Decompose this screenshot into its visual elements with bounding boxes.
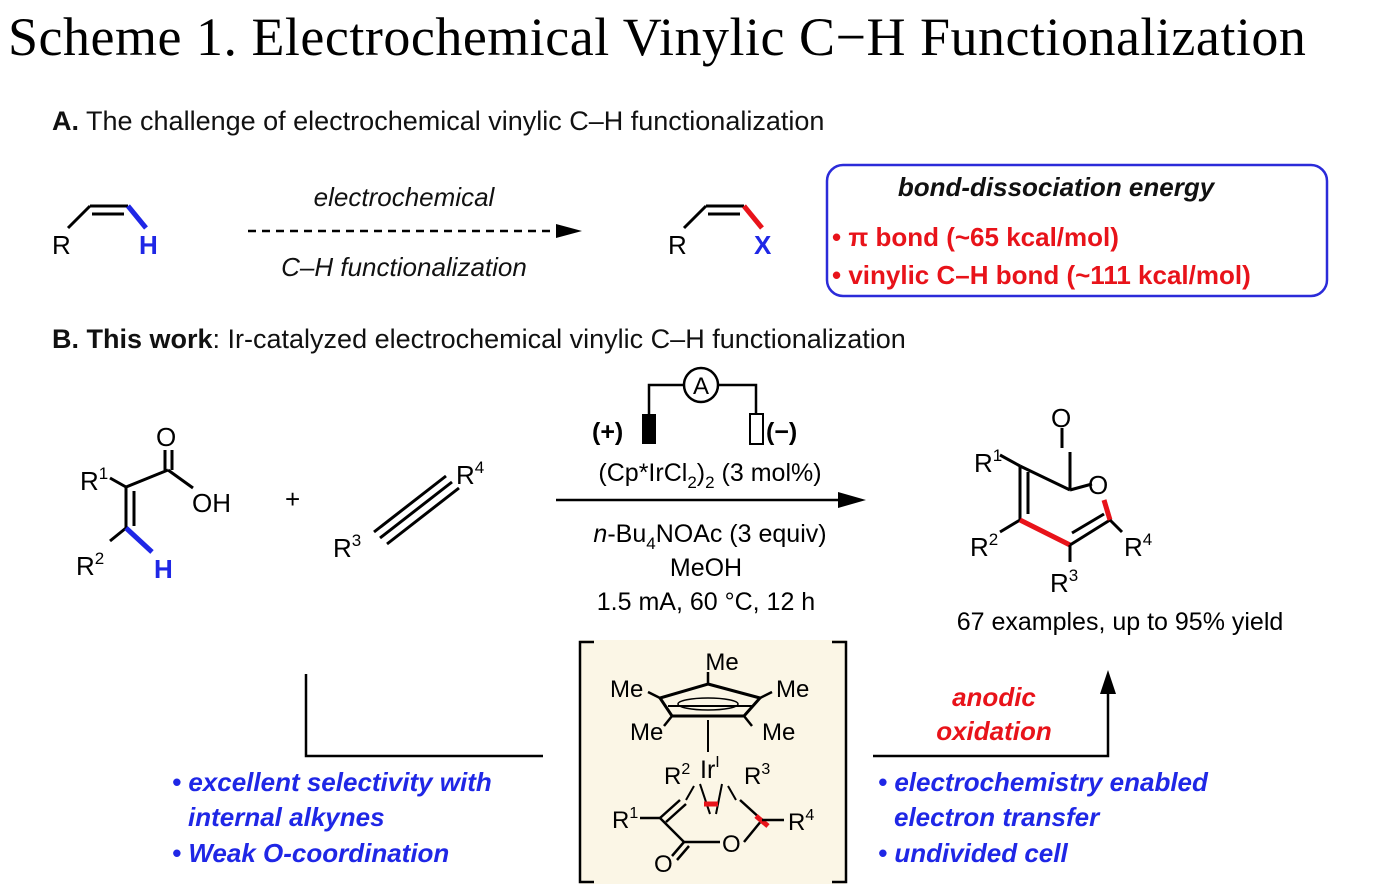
product-r2-label: R2 [970,530,998,562]
product-x-label: X [754,230,772,260]
bde-box: bond-dissociation energy • π bond (~65 k… [825,163,1329,298]
product-ring-o-label: O [1088,470,1108,500]
me-left-label: Me [610,676,643,703]
left-note-2: internal alkynes [188,802,385,832]
anodic-label: anodic [952,682,1036,712]
me-bottom-right-label: Me [762,719,795,746]
ammeter-label: A [693,373,709,400]
pyrone-product: O O R1 R2 R3 R4 67 examples, up to 95% y… [957,403,1284,636]
section-b-heading: B. This work: Ir-catalyzed electrochemic… [52,324,906,355]
alkyne-r3-label: R3 [333,531,361,563]
me-top-label: Me [705,649,738,676]
section-a-heading: A. The challenge of electrochemical viny… [52,106,824,137]
arrow-top-label: electrochemical [314,182,496,212]
upward-arrowhead [1100,670,1116,694]
section-a-arrow: electrochemical C–H functionalization [248,182,582,282]
conditions-label: 1.5 mA, 60 °C, 12 h [597,588,815,616]
acid-r2-label: R2 [76,549,104,581]
bde-vinylic-bond: • vinylic C–H bond (~111 kcal/mol) [832,260,1251,290]
product-r3-label: R3 [1050,566,1078,598]
intermediate-r2-label: R2 [664,761,690,790]
left-note-3: • Weak O-coordination [172,838,449,868]
acid-oh-label: OH [192,488,231,518]
alkyne-r4-label: R4 [456,458,484,490]
intermediate-r3-label: R3 [744,761,770,790]
cycle-connectors: anodic oxidation [304,670,1116,758]
scheme-title: Scheme 1. Electrochemical Vinylic C−H Fu… [8,7,1307,67]
cathode-icon [749,413,764,445]
arrow-bottom-label: C–H functionalization [281,252,527,282]
acid-r1-label: R1 [80,464,108,496]
product-r-label: R [668,230,687,260]
substrate-r-label: R [52,230,71,260]
ammeter-icon [682,366,720,404]
iridium-label: IrI [700,754,720,784]
right-notes: • electrochemistry enabled electron tran… [878,767,1209,868]
product-r1-label: R1 [974,446,1002,478]
section-b-text: : Ir-catalyzed electrochemical vinylic C… [212,324,906,354]
left-notes: • excellent selectivity with internal al… [172,767,492,868]
anode-icon [642,414,656,444]
iridium-intermediate: Me Me Me Me Me IrI R2 R3 R1 R4 O O [578,640,848,884]
anode-label: (+) [592,418,623,446]
intermediate-r4-label: R4 [788,807,814,836]
scope-label: 67 examples, up to 95% yield [957,608,1284,636]
electrochemical-cell: A (+) (−) [592,366,797,446]
me-bottom-left-label: Me [630,719,663,746]
alkyne-substrate: R3 R4 [333,458,484,563]
left-note-1: • excellent selectivity with [172,767,492,797]
oxidation-label: oxidation [936,716,1052,746]
section-a-letter: A. [52,106,79,136]
me-right-label: Me [776,676,809,703]
section-a-text: The challenge of electrochemical vinylic… [79,106,825,136]
right-note-1: • electrochemistry enabled [878,767,1209,797]
section-a-substrate: R H [52,204,158,260]
section-b-letter: B. This work [52,324,213,354]
additive-label: n-Bu4NOAc (3 equiv) [593,520,826,553]
bde-box-title: bond-dissociation energy [898,172,1216,202]
intermediate-carbonyl-o-label: O [654,851,673,878]
right-note-3: • undivided cell [878,838,1068,868]
acid-substrate: O OH R1 R2 H [76,422,231,584]
cathode-label: (−) [766,418,797,446]
product-carbonyl-o-label: O [1051,403,1071,433]
acid-h-label: H [154,554,173,584]
right-note-2: electron transfer [894,802,1101,832]
solvent-label: MeOH [670,554,742,582]
catalyst-label: (Cp*IrCl2)2 (3 mol%) [598,459,821,492]
plus-sign: + [285,484,300,514]
section-a-product: R X [668,204,772,260]
intermediate-ring-o-label: O [722,831,741,858]
product-r4-label: R4 [1124,530,1152,562]
bde-pi-bond: • π bond (~65 kcal/mol) [832,222,1119,252]
acid-o-label: O [156,422,176,452]
substrate-h-label: H [139,230,158,260]
main-reaction-arrow: (Cp*IrCl2)2 (3 mol%) n-Bu4NOAc (3 equiv)… [556,459,866,616]
intermediate-r1-label: R1 [612,805,638,834]
